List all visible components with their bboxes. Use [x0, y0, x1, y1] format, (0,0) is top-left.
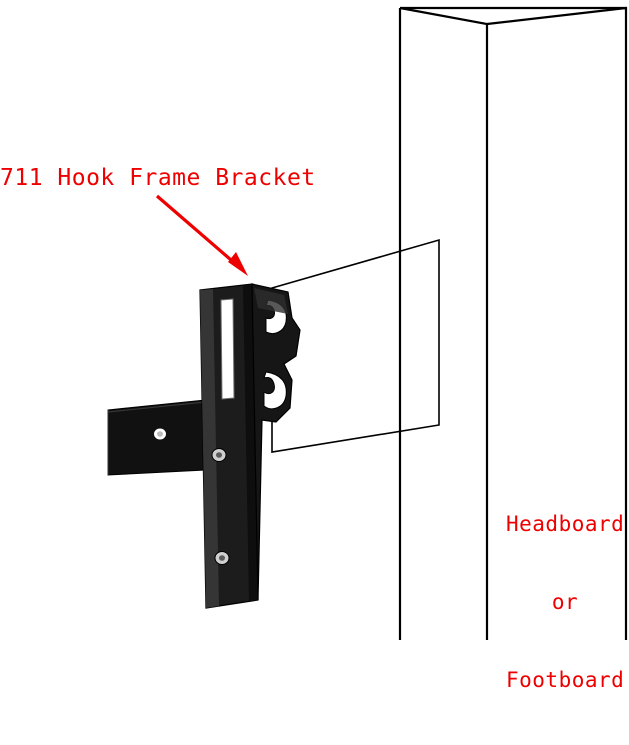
callout-arrow	[155, 194, 248, 276]
diagram-canvas: 711 Hook Frame Bracket Headboard or Foot…	[0, 6, 628, 692]
headboard-label: Headboard or Footboard	[506, 459, 624, 745]
headboard-label-line3: Footboard	[506, 668, 625, 692]
headboard-label-line2: or	[551, 590, 579, 614]
headboard-label-line1: Headboard	[506, 512, 625, 536]
hook-frame-bracket	[199, 283, 301, 609]
bracket-title-label: 711 Hook Frame Bracket	[0, 165, 316, 191]
bed-frame-side-rail	[107, 399, 206, 476]
assembly-illustration	[107, 6, 628, 640]
headboard-post	[398, 6, 628, 640]
